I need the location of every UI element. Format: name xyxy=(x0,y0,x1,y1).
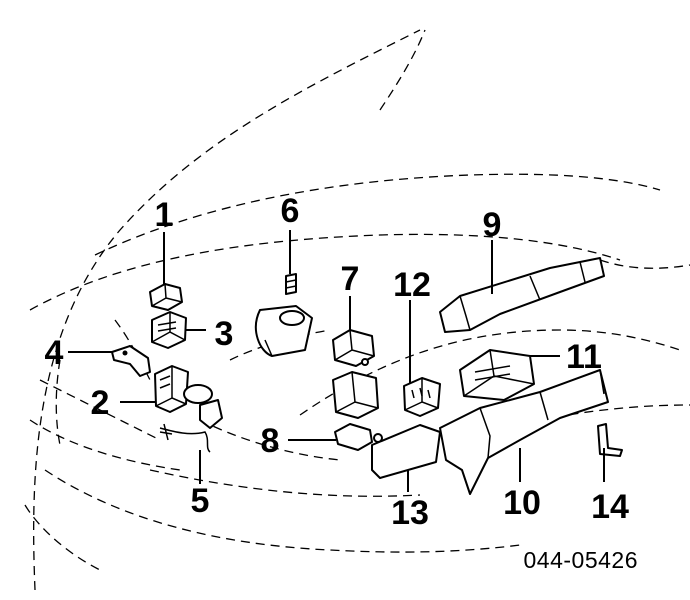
vehicle-body-outline xyxy=(24,29,690,591)
part-11-fuse-block xyxy=(459,349,535,401)
part-10-relay-box xyxy=(439,369,609,495)
part-7-relay xyxy=(332,329,375,367)
label-8: 8 xyxy=(261,422,280,460)
part-5-sensor xyxy=(159,384,223,453)
drawing-code: 044-05426 xyxy=(524,547,639,573)
callout-labels: 1 2 3 4 5 6 7 8 9 10 11 12 13 14 xyxy=(45,192,629,532)
label-2: 2 xyxy=(91,384,110,422)
label-10: 10 xyxy=(503,484,541,522)
label-14: 14 xyxy=(591,488,629,526)
label-5: 5 xyxy=(191,482,210,520)
label-4: 4 xyxy=(45,334,64,372)
part-4-bracket xyxy=(111,345,151,377)
label-1: 1 xyxy=(155,196,174,234)
label-9: 9 xyxy=(483,206,502,244)
part-6-sensor xyxy=(254,273,313,357)
part-12-relay xyxy=(403,377,441,417)
label-13: 13 xyxy=(391,494,429,532)
part-8-clip xyxy=(334,423,383,451)
label-12: 12 xyxy=(393,266,431,304)
part-14-bracket xyxy=(597,423,623,457)
part-2-relay-block xyxy=(154,365,189,413)
leader-lines xyxy=(68,230,605,492)
relay-assembly xyxy=(332,371,379,419)
part-1-relay xyxy=(149,283,183,311)
part-9-cover xyxy=(439,257,605,333)
label-6: 6 xyxy=(281,192,300,230)
part-3-connector xyxy=(151,311,187,349)
label-7: 7 xyxy=(341,260,360,298)
label-3: 3 xyxy=(215,315,234,353)
label-11: 11 xyxy=(566,338,602,376)
part-13-bracket xyxy=(371,424,441,490)
